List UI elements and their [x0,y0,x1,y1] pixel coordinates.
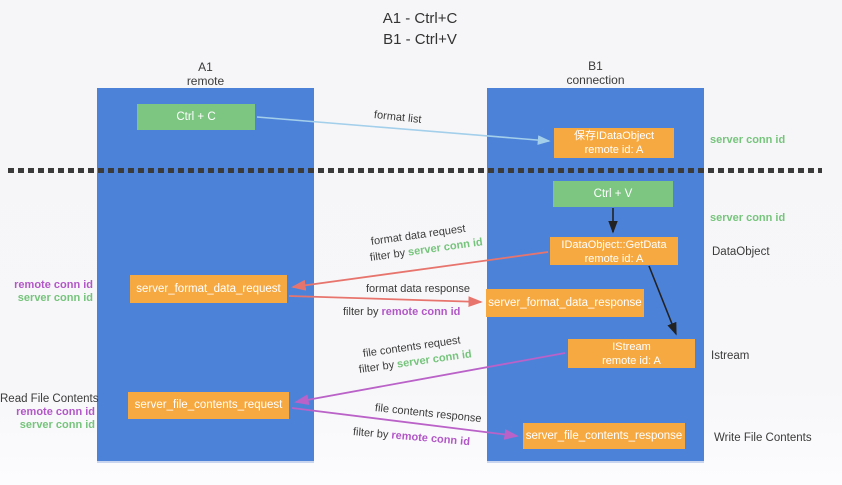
read-file-contents-label: Read File Contents [0,393,99,405]
remote-conn-id-text: remote conn id [390,429,471,449]
file-contents-response-filter-label: filter by remote conn id [352,426,470,448]
remote-conn-id-label-bottom-left: remote conn id [16,406,95,418]
getdata-node: IDataObject::GetData remote id: A [550,237,678,265]
getdata-line2: remote id: A [584,252,644,265]
filter-by-text: filter by [358,358,398,376]
dataobject-label: DataObject [712,246,770,258]
istream-line2: remote id: A [602,354,661,367]
server-conn-id-label-mid-right: server conn id [710,212,786,224]
filter-by-text: filter by [369,246,409,264]
b1-role: connection [566,73,625,87]
server-conn-id-label-bottom-left: server conn id [19,419,95,431]
save-idataobject-line1: 保存IDataObject [573,130,655,142]
lifeline-a1-header: A1 remote [97,60,314,88]
save-idataobject-node: 保存IDataObject remote id: A [554,128,674,158]
ctrl-v-node: Ctrl + V [553,181,673,207]
filter-by-text: filter by [352,426,392,442]
server-file-contents-response-node: server_file_contents_response [523,423,685,449]
istream-label: Istream [711,350,750,362]
save-idataobject-line2: remote id: A [584,143,644,156]
format-data-response-filter-label: filter by remote conn id [343,306,460,318]
b1-name: B1 [588,59,603,73]
session-divider [8,168,822,173]
istream-line1: IStream [612,341,651,353]
lifeline-b1-header: B1 connection [487,59,704,87]
getdata-line1: IDataObject::GetData [561,239,667,251]
title-line-2: B1 - Ctrl+V [383,31,457,48]
server-file-contents-request-node: server_file_contents_request [128,392,289,419]
a1-name: A1 [198,60,213,74]
server-format-data-request-node: server_format_data_request [130,275,287,303]
a1-role: remote [186,74,225,88]
filter-by-text: filter by [343,306,382,318]
istream-node: IStream remote id: A [568,339,695,368]
write-file-contents-label: Write File Contents [714,432,812,444]
ctrl-c-node: Ctrl + C [137,104,255,130]
server-conn-id-label-top-right: server conn id [710,134,786,146]
file-contents-response-label: file contents response [374,402,483,426]
remote-conn-id-text: remote conn id [381,306,461,318]
title-line-1: A1 - Ctrl+C [382,10,458,27]
server-format-data-response-node: server_format_data_response [486,289,644,317]
diagram-title: A1 - Ctrl+C B1 - Ctrl+V [300,8,540,50]
remote-conn-id-label-mid-left: remote conn id [14,279,93,291]
format-data-response-arrow [288,295,483,308]
format-list-label: format list [373,109,423,126]
server-conn-id-label-mid-left: server conn id [17,292,93,304]
format-data-response-label: format data response [366,283,470,295]
